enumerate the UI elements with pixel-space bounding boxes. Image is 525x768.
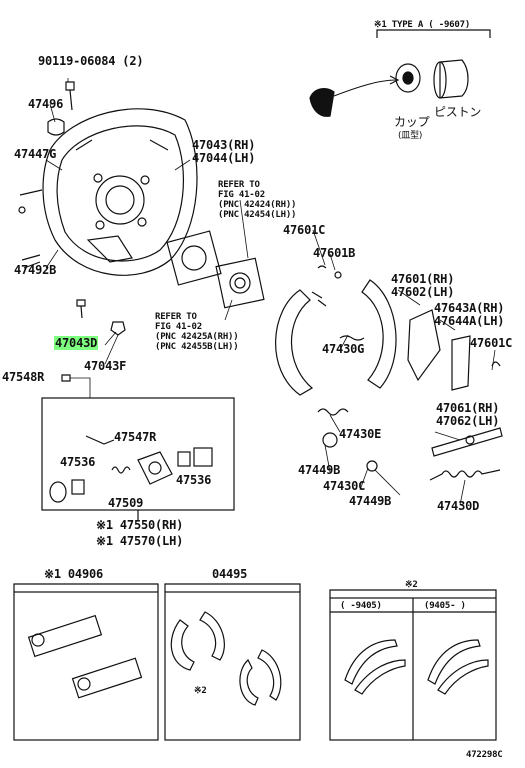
label-47601rh: 47601(RH)	[391, 272, 455, 286]
refer-lower-line4: (PNC 42455B(LH))	[155, 342, 239, 352]
left-bolts	[18, 81, 126, 382]
diagram-id: 472298C	[466, 750, 503, 760]
refer-upper-line3: (PNC 42424(RH))	[218, 200, 297, 210]
refer-lower-line3: (PNC 42425A(RH))	[155, 332, 239, 342]
brake-shoes	[275, 265, 501, 472]
refer-upper-line2: FIG 41-02	[218, 190, 265, 200]
label-47447g: 47447G	[14, 147, 57, 161]
adjuster-and-springs	[429, 427, 503, 481]
column-header-late: (9405- )	[424, 601, 466, 611]
label-47043rh: 47043(RH)	[192, 138, 256, 152]
label-47430d: 47430D	[437, 499, 480, 513]
label-47550: ※1 47550(RH)	[96, 518, 184, 532]
refer-upper-line4: (PNC 42454(LH))	[218, 210, 297, 220]
column-header-early: ( -9405)	[340, 601, 382, 611]
label-47044lh: 47044(LH)	[192, 151, 256, 165]
wheel-cylinder-box	[41, 397, 235, 520]
label-47430g: 47430G	[322, 342, 365, 356]
label-47602lh: 47602(LH)	[391, 285, 455, 299]
label-47509: 47509	[108, 496, 144, 510]
kit-box-note2	[329, 589, 497, 741]
label-kit-04495: 04495	[212, 567, 248, 581]
note2-top-mark: ※2	[405, 580, 418, 590]
label-47430e: 47430E	[339, 427, 382, 441]
type-a-inset	[309, 29, 491, 117]
label-47536-left: 47536	[60, 455, 96, 469]
label-47570: ※1 47570(LH)	[96, 534, 184, 548]
label-47449b-right: 47449B	[349, 494, 392, 508]
leader-lines	[45, 78, 496, 506]
label-47644a: 47644A(LH)	[434, 314, 505, 328]
label-47043f: 47043F	[84, 359, 127, 373]
cup-label: カップ	[394, 115, 430, 129]
label-47430c: 47430C	[323, 479, 366, 493]
label-47548r: 47548R	[2, 370, 45, 384]
label-47061rh: 47061(RH)	[436, 401, 500, 415]
kit-box-04906	[13, 583, 159, 741]
refer-upper-line1: REFER TO	[218, 180, 260, 190]
label-47492b: 47492B	[14, 263, 57, 277]
label-90119: 90119-06084 (2)	[38, 54, 144, 68]
type-a-title: ※1 TYPE A ( -9607)	[374, 20, 471, 30]
refer-lower-line2: FIG 41-02	[155, 322, 202, 332]
label-47601c-lower: 47601C	[470, 336, 513, 350]
note2-small-mark: ※2	[194, 686, 207, 696]
label-47547r: 47547R	[114, 430, 157, 444]
label-47043d[interactable]: 47043D	[54, 336, 99, 350]
label-47536-right: 47536	[176, 473, 212, 487]
label-kit-04906: ※1 04906	[44, 567, 104, 581]
highlighted-part-47043d[interactable]: 47043D	[54, 336, 99, 350]
cup-sub-label: (皿型)	[398, 131, 423, 141]
label-47601b: 47601B	[313, 246, 356, 260]
refer-lower-line1: REFER TO	[155, 312, 197, 322]
label-47643a: 47643A(RH)	[434, 301, 505, 315]
kit-box-04495	[164, 583, 301, 741]
backing-plate	[42, 108, 198, 276]
label-47449b-left: 47449B	[298, 463, 341, 477]
label-47601c-upper: 47601C	[283, 223, 326, 237]
label-47062lh: 47062(LH)	[436, 414, 500, 428]
piston-label: ピストン	[434, 105, 482, 119]
hub-and-bearing	[166, 230, 265, 309]
label-47496: 47496	[28, 97, 64, 111]
